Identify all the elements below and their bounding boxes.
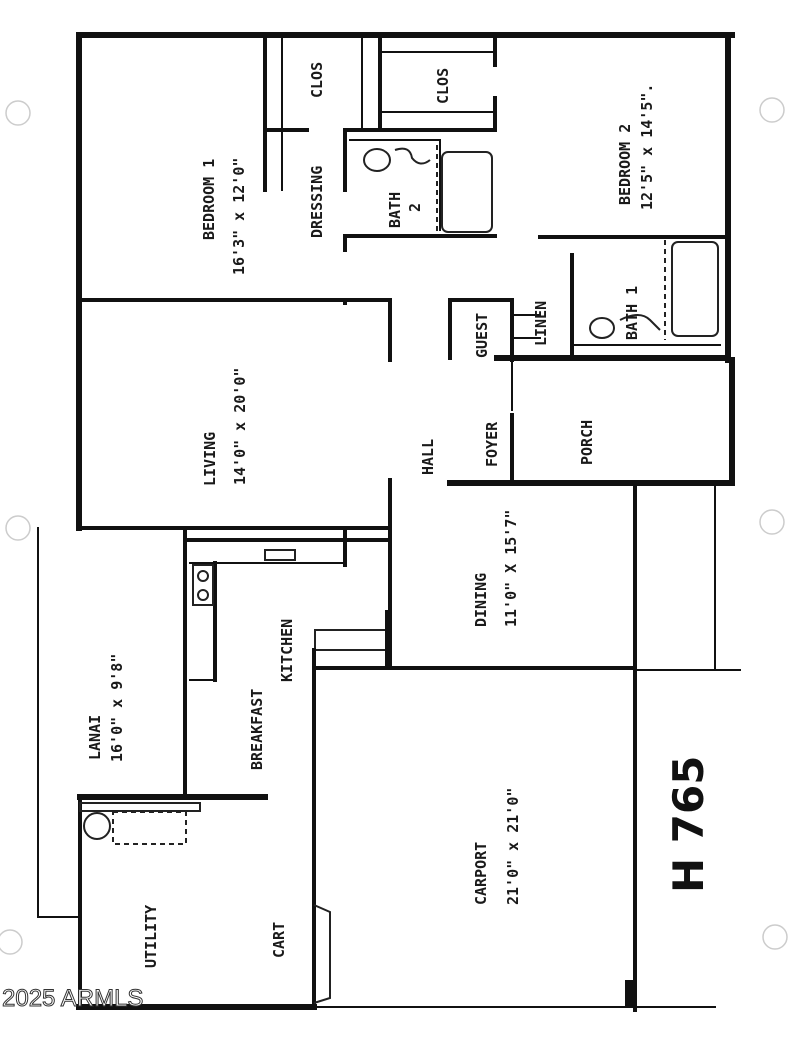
- room-label-living: LIVING: [201, 432, 219, 486]
- model-number: H 765: [664, 756, 713, 893]
- room-label-cart: CART: [270, 922, 288, 958]
- room-label-bedroom1: BEDROOM 1: [200, 159, 218, 240]
- room-label-dressing: DRESSING: [308, 166, 326, 238]
- room-label-hall: HALL: [419, 439, 437, 475]
- room-label-lanai: LANAI: [86, 715, 104, 760]
- room-label-bath1: BATH 1: [623, 286, 641, 340]
- bedroom-wing-walls: [263, 36, 497, 252]
- room-label-bath2-num: 2: [406, 203, 424, 212]
- watermark: 2025 ARMLS: [2, 985, 143, 1012]
- room-label-closet1: CLOS: [308, 62, 326, 98]
- room-label-breakfast: BREAKFAST: [248, 689, 266, 770]
- bath1-walls: [538, 94, 730, 357]
- room-label-dining: DINING: [472, 573, 490, 627]
- room-label-bath2: BATH: [386, 192, 404, 228]
- room-label-porch: PORCH: [578, 420, 596, 465]
- room-dims-living: 14'0" x 20'0": [231, 368, 249, 485]
- room-label-foyer: FOYER: [483, 421, 501, 467]
- room-labels: BEDROOM 1 16'3" x 12'0" CLOS DRESSING CL…: [86, 62, 713, 968]
- binder-holes: [0, 97, 788, 955]
- room-label-kitchen: KITCHEN: [278, 619, 296, 682]
- room-dims-bedroom2: 12'5" x 14'5".: [638, 84, 656, 210]
- room-dims-carport: 21'0" x 21'0": [504, 788, 522, 905]
- room-dims-lanai: 16'0" x 9'8": [108, 654, 126, 762]
- lanai-outline: [37, 526, 187, 918]
- utility-walls: [77, 794, 331, 1009]
- room-dims-bedroom1: 16'3" x 12'0": [230, 158, 248, 275]
- kitchen-walls: [183, 528, 392, 682]
- room-dims-dining: 11'0" X 15'7": [502, 510, 520, 627]
- room-label-utility: UTILITY: [142, 905, 160, 968]
- guest-linen-walls: [343, 298, 731, 485]
- room-label-linen: LINEN: [532, 301, 550, 346]
- exterior-walls: [76, 32, 741, 1012]
- room-label-closet2: CLOS: [434, 68, 452, 104]
- room-label-carport: CARPORT: [472, 842, 490, 905]
- room-label-guest: GUEST: [473, 313, 491, 358]
- room-label-bedroom2: BEDROOM 2: [616, 124, 634, 205]
